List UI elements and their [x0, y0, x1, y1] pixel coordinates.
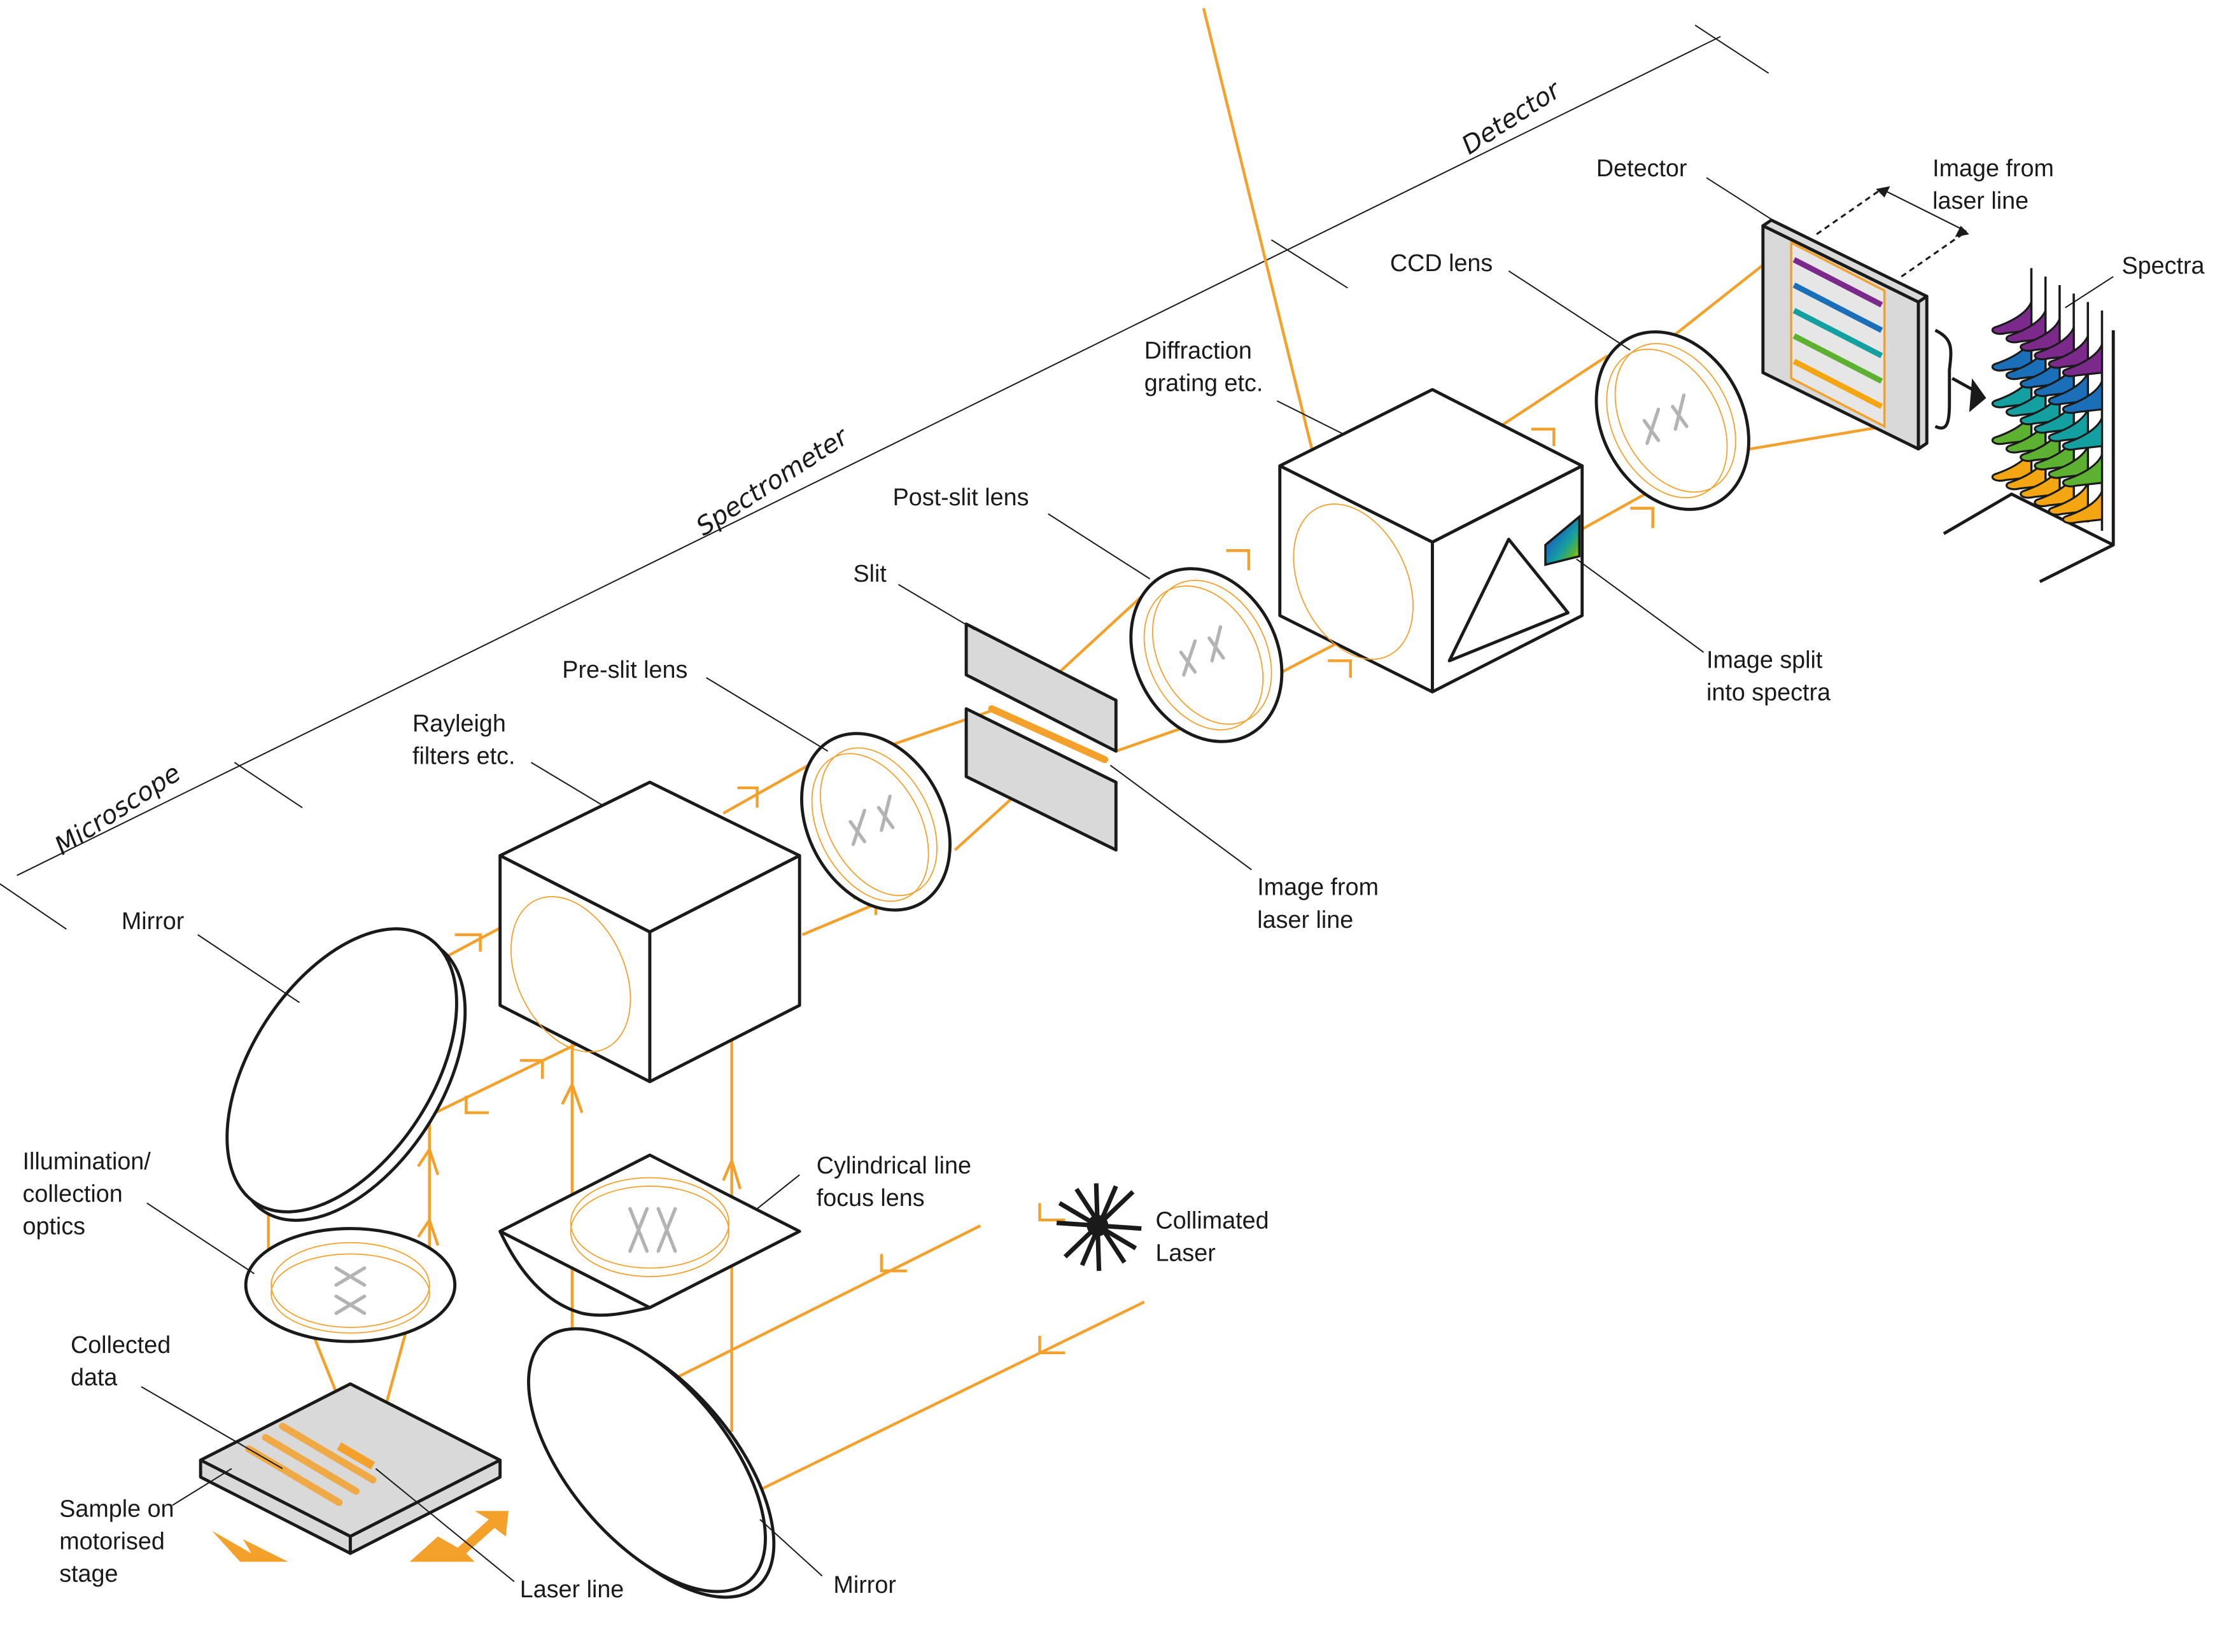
- detector-band: [1792, 283, 1883, 333]
- laser-line-arrow: [1881, 188, 1967, 232]
- label-diffraction-grating: grating etc.: [1144, 369, 1263, 396]
- spectrum-peak: [2020, 355, 2061, 389]
- spectrum-peak: [1991, 448, 2033, 482]
- cylindrical-lens: [498, 1153, 801, 1317]
- label-post-slit-lens: Post-slit lens: [893, 484, 1029, 510]
- spectrum-peak: [1991, 375, 2033, 409]
- label-mirror-top: Mirror: [122, 907, 184, 934]
- spectrum-peak: [2005, 383, 2047, 417]
- label-sample: stage: [59, 1560, 118, 1586]
- spectrum-peak: [2048, 482, 2089, 516]
- spectrum-peak: [2034, 437, 2075, 471]
- detector-bands: [1792, 257, 1883, 409]
- label-ccd-lens: CCD lens: [1390, 249, 1493, 276]
- label-image-split: into spectra: [1706, 678, 1831, 705]
- post-slit-lens: [1129, 567, 1284, 743]
- spectrum-peak: [2034, 400, 2075, 434]
- label-image-from-laser-line: laser line: [1257, 906, 1353, 933]
- label-detector: Detector: [1596, 155, 1687, 181]
- slit-laser-image: [988, 705, 1109, 764]
- ccd-lens: [1594, 330, 1750, 511]
- label-cylindrical-lens: focus lens: [817, 1184, 925, 1211]
- label-collimated-laser: Laser: [1155, 1240, 1215, 1266]
- label-illumination: Illumination/: [23, 1147, 151, 1174]
- section-detector: Detector: [1457, 74, 1567, 160]
- spectrum-peak: [2020, 428, 2061, 462]
- spectrum-peak: [1991, 412, 2033, 445]
- spectrum-peak: [2020, 318, 2061, 352]
- label-illumination: optics: [23, 1212, 86, 1239]
- label-diffraction-grating: Diffraction: [1144, 337, 1252, 363]
- label-image-split: Image split: [1706, 646, 1823, 673]
- spectrum-peak: [2062, 454, 2104, 487]
- spectrum-peak: [2034, 326, 2075, 361]
- rayleigh-filter-cube: [498, 780, 801, 1084]
- spectrum-peak: [2062, 417, 2104, 451]
- spectrum-peak: [2005, 420, 2047, 454]
- stage-arrow-left: [211, 1530, 288, 1562]
- collection-optics-lens: [244, 1227, 457, 1343]
- label-rayleigh: filters etc.: [412, 742, 515, 769]
- collected-data-line: [279, 1422, 377, 1484]
- slit: [964, 622, 1118, 852]
- laser-line-mark: [337, 1442, 376, 1470]
- sample-stage: [199, 1382, 509, 1562]
- spectrum-peak: [2048, 445, 2089, 479]
- spectrum-peak: [2005, 457, 2047, 491]
- label-sample: Sample on: [59, 1495, 174, 1522]
- stage-arrow-right: [409, 1511, 509, 1562]
- label-laser-line: Laser line: [520, 1576, 624, 1602]
- spectrum-peak: [2048, 372, 2089, 406]
- collected-data-line: [262, 1434, 360, 1495]
- section-microscope: Microscope: [50, 759, 186, 861]
- spectrum-peak: [2020, 465, 2061, 499]
- label-mirror-bottom: Mirror: [833, 1571, 896, 1598]
- label-pre-slit-lens: Pre-slit lens: [562, 656, 687, 683]
- labels: Mirror Illumination/ collection optics C…: [23, 155, 2205, 1602]
- detector-band: [1792, 307, 1883, 358]
- label-slit: Slit: [854, 560, 887, 587]
- spectrum-peak: [1991, 301, 2033, 335]
- label-illumination: collection: [23, 1180, 123, 1207]
- spectrum-peak: [2062, 344, 2104, 377]
- label-rayleigh: Rayleigh: [412, 710, 506, 736]
- label-detector-image: Image from: [1932, 155, 2054, 181]
- spectrum-peak: [2020, 391, 2061, 426]
- spectra-plot: [1943, 268, 2115, 584]
- detector-dashed-bracket: [1816, 188, 1967, 277]
- spectrum-peak: [2062, 381, 2104, 414]
- spectrum-peak: [2034, 363, 2075, 397]
- spectrum-peak: [2005, 346, 2047, 381]
- collimated-laser-icon: [1056, 1183, 1142, 1271]
- spectrum-peak: [2062, 491, 2104, 524]
- spectrum-peak: [2005, 310, 2047, 344]
- label-detector-image: laser line: [1932, 187, 2029, 214]
- label-spectra: Spectra: [2122, 252, 2205, 279]
- spectrum-peak: [1991, 338, 2033, 372]
- leader-lines: [141, 177, 2114, 1583]
- output-bracket: [1934, 328, 1953, 430]
- section-spectrometer: Spectrometer: [691, 421, 855, 542]
- label-collected-data: Collected: [71, 1331, 171, 1358]
- label-collimated-laser: Collimated: [1155, 1207, 1269, 1234]
- spectrum-peak: [2048, 409, 2089, 442]
- top-mirror: [225, 927, 467, 1222]
- pre-slit-lens: [800, 732, 952, 912]
- spectrum-peak: [2048, 335, 2089, 369]
- bottom-mirror: [527, 1327, 776, 1599]
- label-sample: motorised: [59, 1527, 165, 1554]
- label-image-from-laser-line: Image from: [1257, 874, 1379, 900]
- label-collected-data: data: [71, 1364, 117, 1390]
- diffraction-grating-cube: [1278, 388, 1584, 694]
- detector: [1761, 186, 1986, 451]
- detector-band: [1792, 257, 1883, 307]
- detector-band: [1792, 333, 1883, 384]
- spectrum-wedge: [1544, 514, 1581, 566]
- label-cylindrical-lens: Cylindrical line: [817, 1152, 971, 1179]
- detector-band: [1792, 358, 1883, 409]
- prism-icon: [1447, 538, 1570, 662]
- spectrum-peak: [2034, 473, 2075, 507]
